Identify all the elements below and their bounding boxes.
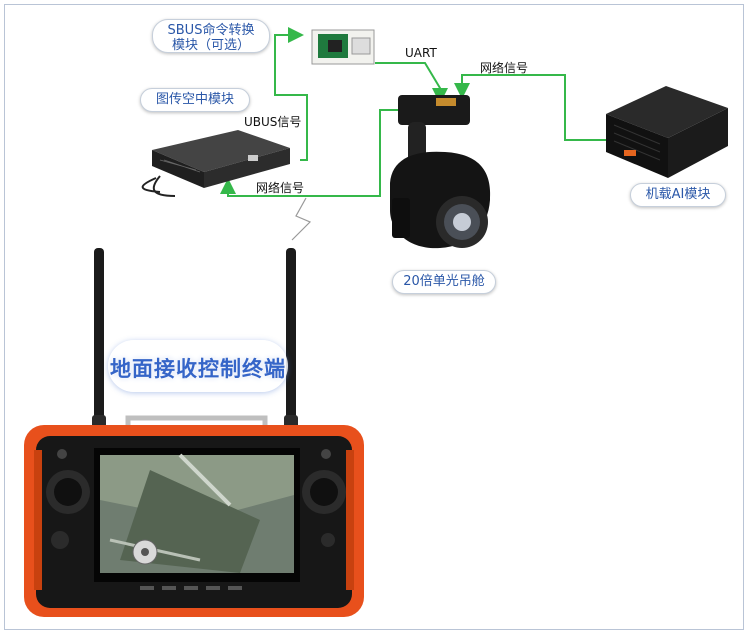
ai-module-label: 机载AI模块 — [630, 183, 726, 207]
controller-handle — [125, 415, 268, 430]
ground-terminal-pill — [108, 340, 288, 392]
wire-sbus-to-board — [274, 27, 308, 161]
sbus-board-icon — [311, 29, 375, 65]
ubus-signal-label: UBUS信号 — [244, 115, 302, 129]
diagram-frame — [4, 4, 744, 630]
wire-uart — [375, 62, 448, 104]
ai-module-icon — [606, 86, 728, 178]
wireless-link-icon — [291, 197, 312, 241]
antenna-left-icon — [92, 248, 106, 435]
sbus-module-label-line1: SBUS命令转换 — [167, 23, 255, 38]
sbus-module-label: SBUS命令转换 模块（可选） — [152, 19, 270, 53]
gimbal-label: 20倍单光吊舱 — [392, 270, 496, 294]
ground-terminal-label: 地面接收控制终端 — [110, 357, 286, 381]
uart-label: UART — [405, 46, 437, 60]
antenna-right-icon — [284, 248, 298, 435]
sbus-module-label-line2: 模块（可选） — [171, 38, 250, 53]
wire-network-ai — [454, 74, 610, 141]
air-module-icon — [141, 130, 290, 197]
network-signal-bottom-label: 网络信号 — [256, 181, 305, 195]
gimbal-camera-icon — [390, 95, 491, 249]
network-signal-top-label: 网络信号 — [480, 61, 529, 75]
air-module-label: 图传空中模块 — [140, 88, 250, 112]
ground-controller-icon — [24, 425, 364, 617]
